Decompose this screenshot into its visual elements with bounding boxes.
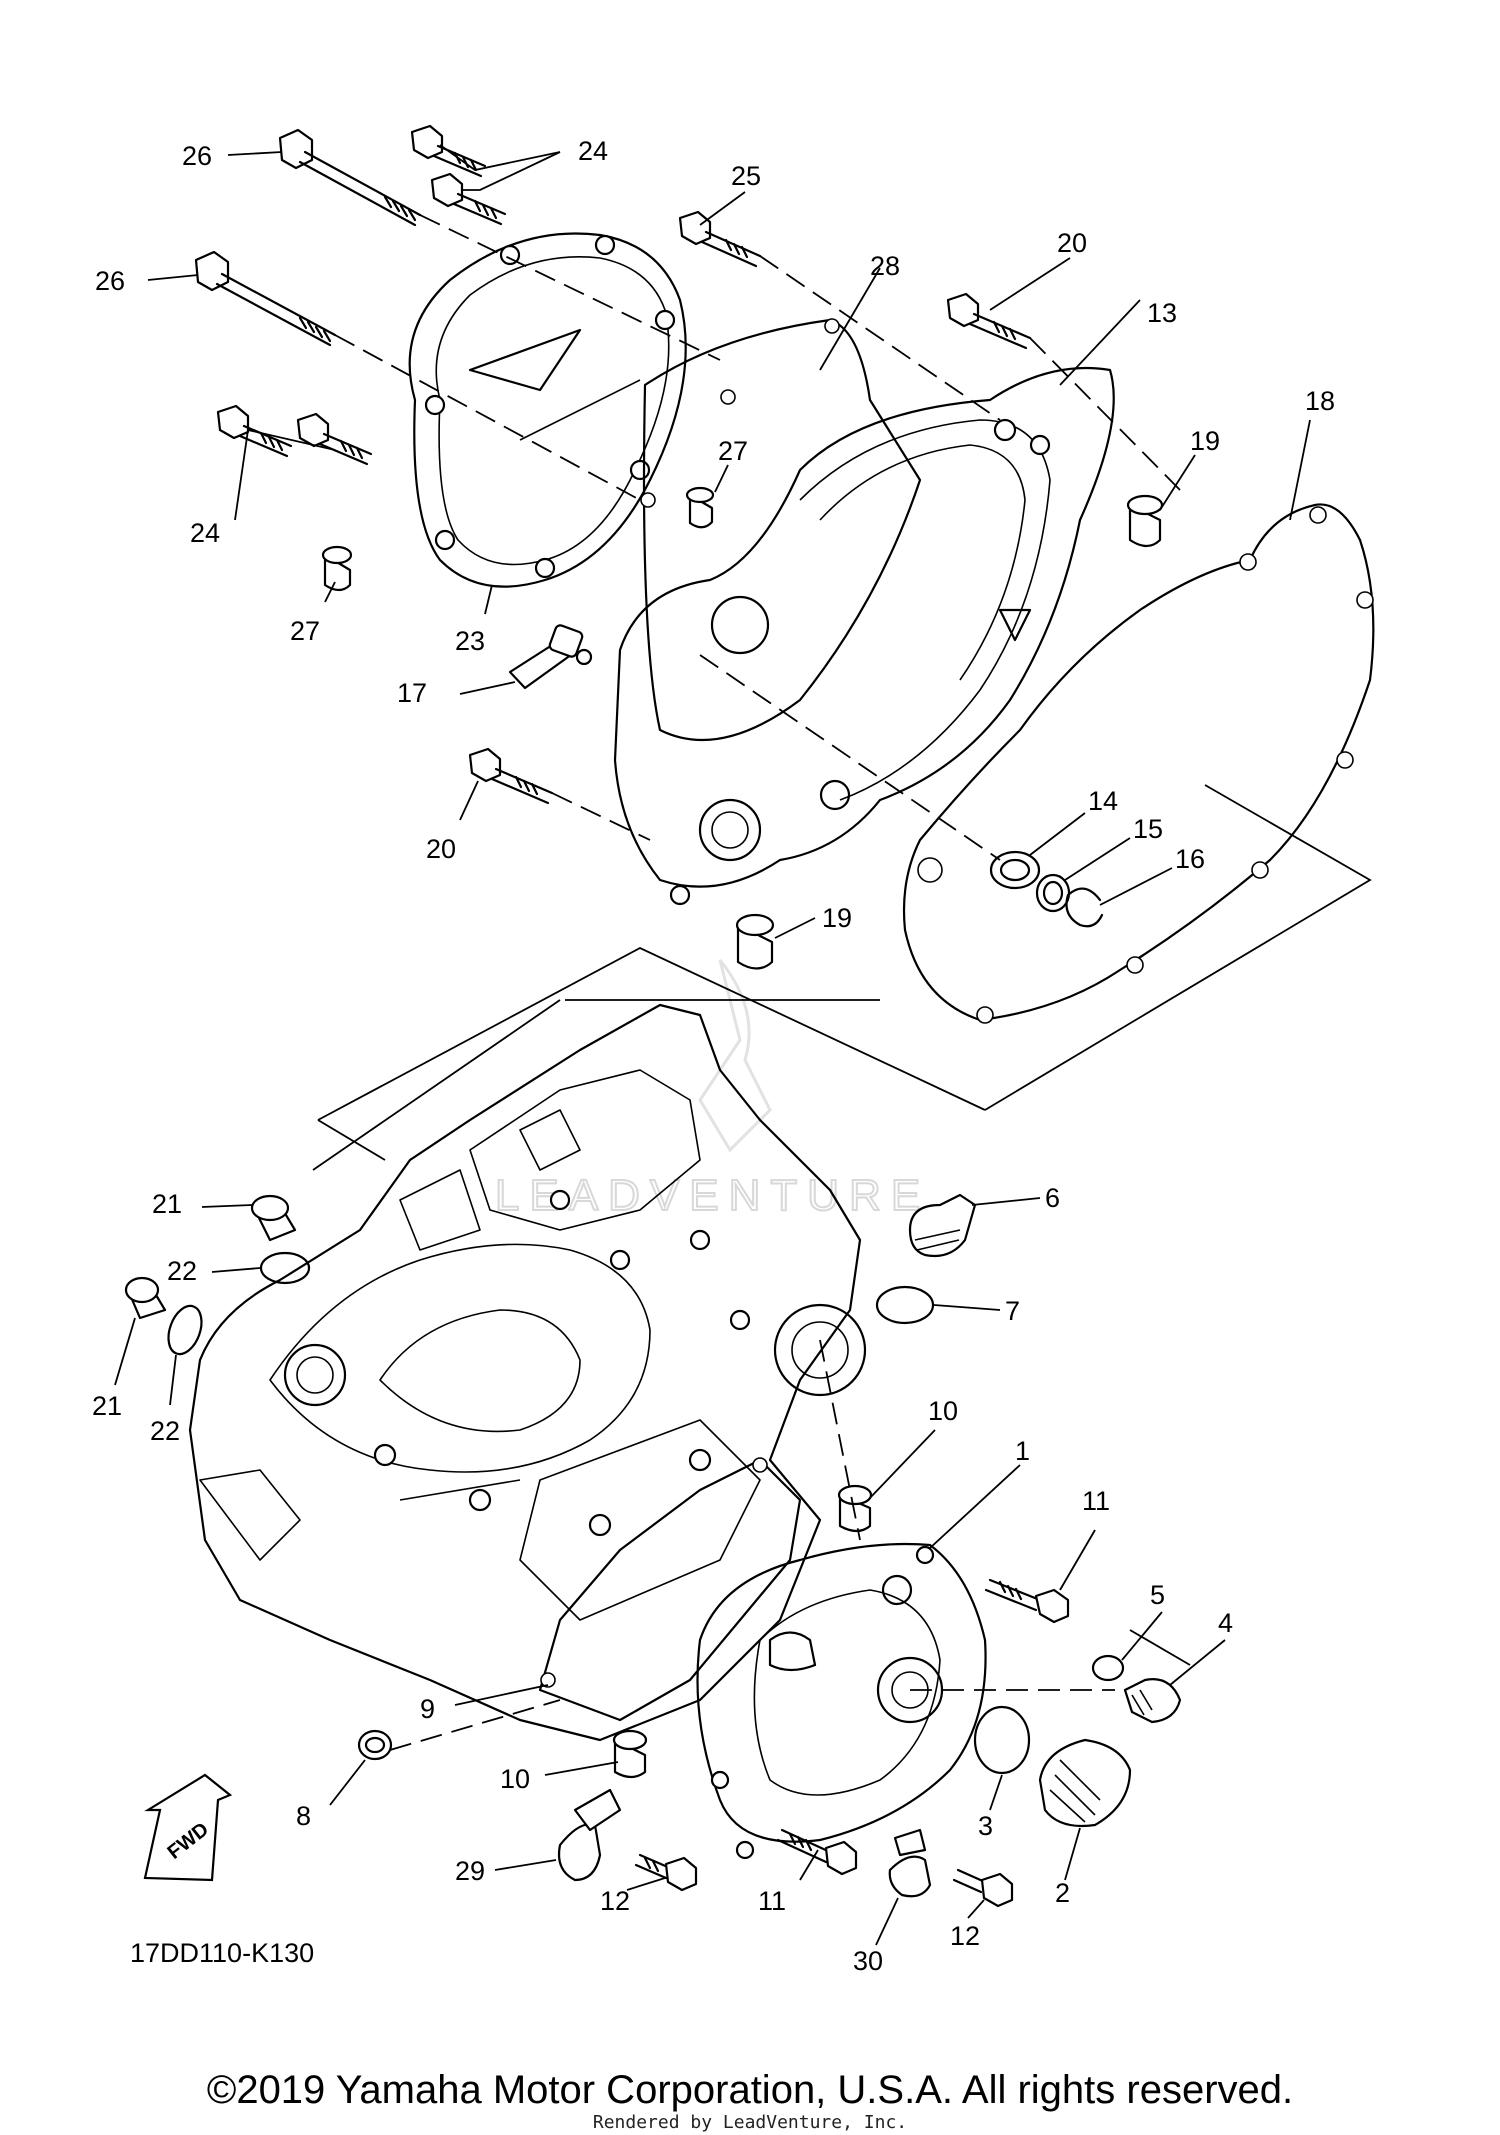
- magneto-cover-1: [696, 1542, 987, 1860]
- assembly-lines: [334, 214, 1181, 1751]
- callout-28: 28: [870, 251, 900, 281]
- callout-29: 29: [455, 1856, 485, 1886]
- crankcase-cover-13: [613, 366, 1115, 906]
- bolt-11-lower: [776, 1828, 858, 1876]
- gasket-28: [640, 318, 922, 742]
- callout-10-lower: 10: [500, 1764, 530, 1794]
- bolt-17: [508, 624, 593, 690]
- dowel-19-upper: [1126, 494, 1164, 548]
- callout-16: 16: [1175, 844, 1205, 874]
- collar-21-upper: [250, 1194, 297, 1242]
- clutch-cover-23: [408, 232, 687, 588]
- callout-22-upper: 22: [167, 1256, 197, 1286]
- bolt-20-lower: [468, 747, 554, 805]
- dowel-10-lower: [612, 1729, 648, 1779]
- dowel-10-upper: [837, 1484, 873, 1533]
- bolt-11-upper: [984, 1578, 1070, 1624]
- callout-2: 2: [1055, 1878, 1070, 1908]
- callout-25: 25: [731, 161, 761, 191]
- callout-3: 3: [978, 1811, 993, 1841]
- callout-22-lower: 22: [150, 1416, 180, 1446]
- callout-21-upper: 21: [152, 1189, 182, 1219]
- callout-4: 4: [1218, 1608, 1233, 1638]
- callout-21-lower: 21: [92, 1391, 122, 1421]
- clamp-29: [557, 1788, 622, 1882]
- bolt-12-left: [634, 1853, 698, 1892]
- callout-11-lower: 11: [758, 1886, 786, 1916]
- callout-26-upper: 26: [182, 141, 212, 171]
- gasket-9: [538, 1457, 802, 1722]
- bolt-24-a: [410, 124, 487, 178]
- plug-2: [1038, 1738, 1132, 1828]
- plug-4: [1123, 1678, 1182, 1724]
- bolt-25: [678, 210, 762, 268]
- drain-plug-6: [908, 1193, 977, 1258]
- bolt-24-d: [296, 412, 373, 466]
- leader-lines: [114, 144, 1311, 1946]
- callout-9: 9: [420, 1694, 435, 1724]
- dowel-19-lower: [735, 913, 775, 970]
- callout-1: 1: [1015, 1436, 1030, 1466]
- callout-13: 13: [1147, 298, 1177, 328]
- clamp-30: [888, 1828, 932, 1898]
- copyright-notice: ©2019 Yamaha Motor Corporation, U.S.A. A…: [206, 2068, 1294, 2112]
- o-ring-22-lower: [167, 1304, 203, 1356]
- callout-12-left: 12: [600, 1886, 630, 1916]
- dowel-27-left: [321, 545, 353, 592]
- callout-17: 17: [397, 678, 427, 708]
- bolt-20-upper: [946, 292, 1032, 350]
- callout-27-right: 27: [718, 436, 748, 466]
- callout-27-left: 27: [290, 616, 320, 646]
- callout-26-lower: 26: [95, 266, 125, 296]
- oil-seal-14: [989, 850, 1041, 890]
- callout-24-upper: 24: [578, 136, 608, 166]
- bolt-26-upper: [278, 128, 422, 227]
- callout-18: 18: [1305, 386, 1335, 416]
- diagram-code: 17DD110-K130: [130, 1938, 315, 1968]
- dowel-27-right: [685, 486, 715, 529]
- o-ring-5: [1091, 1654, 1125, 1682]
- o-ring-3: [973, 1705, 1031, 1775]
- callout-20-lower: 20: [426, 834, 456, 864]
- callout-12-right: 12: [950, 1921, 980, 1951]
- callout-15: 15: [1133, 814, 1163, 844]
- callout-23: 23: [455, 626, 485, 656]
- callout-24-lower: 24: [190, 518, 220, 548]
- bolt-12-right: [952, 1868, 1014, 1908]
- collar-21-lower: [124, 1276, 167, 1320]
- callout-6: 6: [1045, 1183, 1060, 1213]
- fwd-arrow-icon: FWD: [143, 1773, 233, 1882]
- callout-7: 7: [1005, 1296, 1020, 1326]
- washer-15: [1035, 873, 1071, 913]
- callouts: 26 26 24 24 25 20 28 13 18 19 27 27 23 1…: [92, 136, 1335, 1976]
- crankcase: [188, 1003, 867, 1742]
- callout-19-upper: 19: [1190, 426, 1220, 456]
- callout-19-lower: 19: [822, 903, 852, 933]
- callout-30: 30: [853, 1946, 883, 1976]
- callout-8: 8: [296, 1801, 311, 1831]
- rendered-by-notice: Rendered by LeadVenture, Inc.: [592, 2112, 908, 2133]
- plug-8: [357, 1729, 393, 1761]
- callout-10-upper: 10: [928, 1396, 958, 1426]
- o-ring-7: [875, 1285, 935, 1325]
- bolt-26-lower: [194, 250, 337, 347]
- o-ring-22-upper: [259, 1251, 311, 1285]
- callout-5: 5: [1150, 1580, 1165, 1610]
- gasket-18: [902, 503, 1375, 1024]
- callout-20-upper: 20: [1057, 228, 1087, 258]
- bolt-24-b: [430, 172, 507, 226]
- circlip-16: [1065, 887, 1104, 928]
- callout-11-upper: 11: [1082, 1486, 1110, 1516]
- callout-14: 14: [1088, 786, 1118, 816]
